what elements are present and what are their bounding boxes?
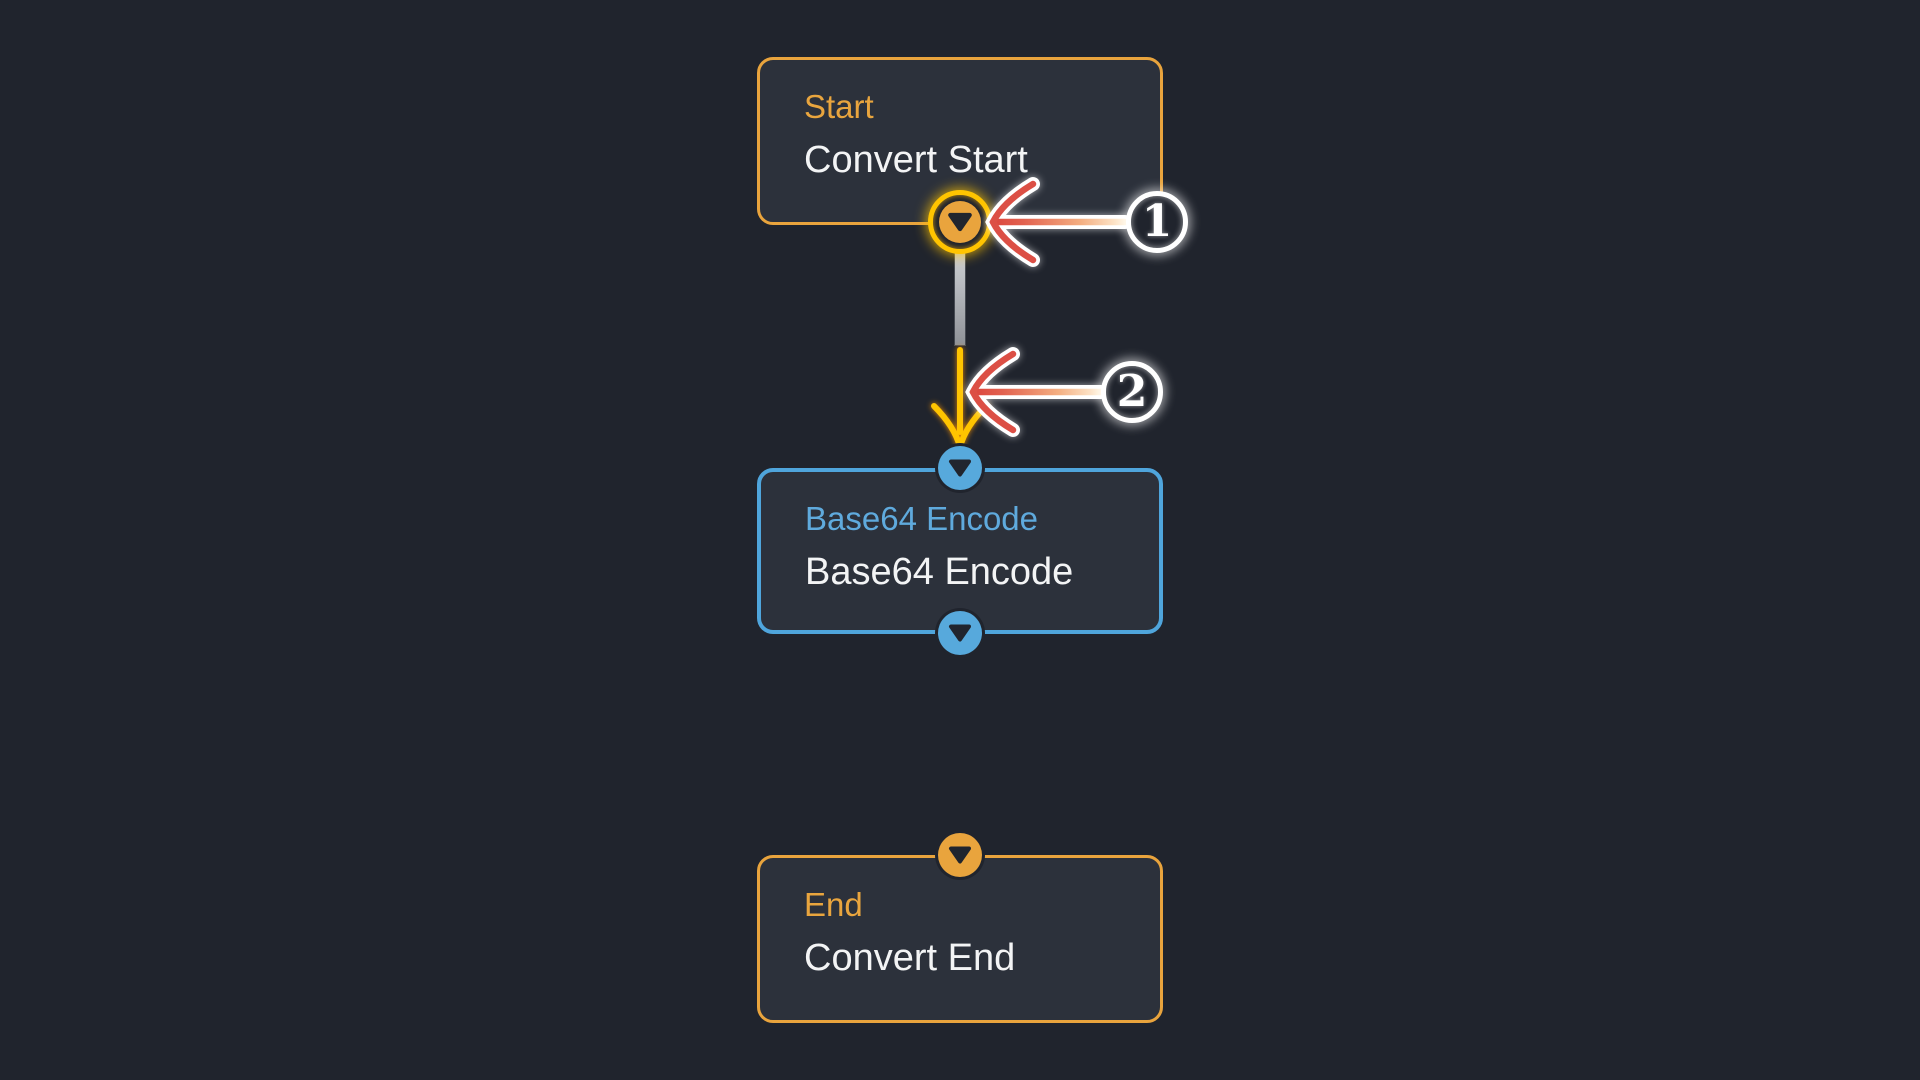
annotation-badge-2: 2: [1101, 361, 1163, 423]
badge-number: 1: [1141, 196, 1173, 247]
chevron-down-icon: [948, 212, 972, 232]
start-output-port[interactable]: [928, 190, 992, 254]
annotation-badge-1: 1: [1126, 191, 1188, 253]
node-base64-encode[interactable]: Base64 Encode Base64 Encode: [757, 468, 1163, 634]
base64-output-port[interactable]: [938, 611, 982, 655]
annotation-arrow-1-icon: [985, 177, 1132, 267]
chevron-down-icon: [949, 846, 971, 864]
badge-number: 2: [1116, 366, 1148, 417]
port-circle: [939, 201, 981, 243]
node-end[interactable]: End Convert End: [757, 855, 1163, 1023]
chevron-down-icon: [949, 624, 971, 642]
node-subtitle: Convert End: [804, 937, 1016, 980]
node-title: End: [804, 886, 863, 923]
base64-input-port[interactable]: [938, 446, 982, 490]
node-title: Start: [804, 88, 874, 125]
node-subtitle: Convert Start: [804, 139, 1028, 182]
chevron-down-icon: [949, 459, 971, 477]
node-subtitle: Base64 Encode: [805, 551, 1074, 594]
node-title: Base64 Encode: [805, 500, 1039, 537]
annotation-arrow-2-icon: [965, 347, 1107, 437]
end-input-port[interactable]: [938, 833, 982, 877]
